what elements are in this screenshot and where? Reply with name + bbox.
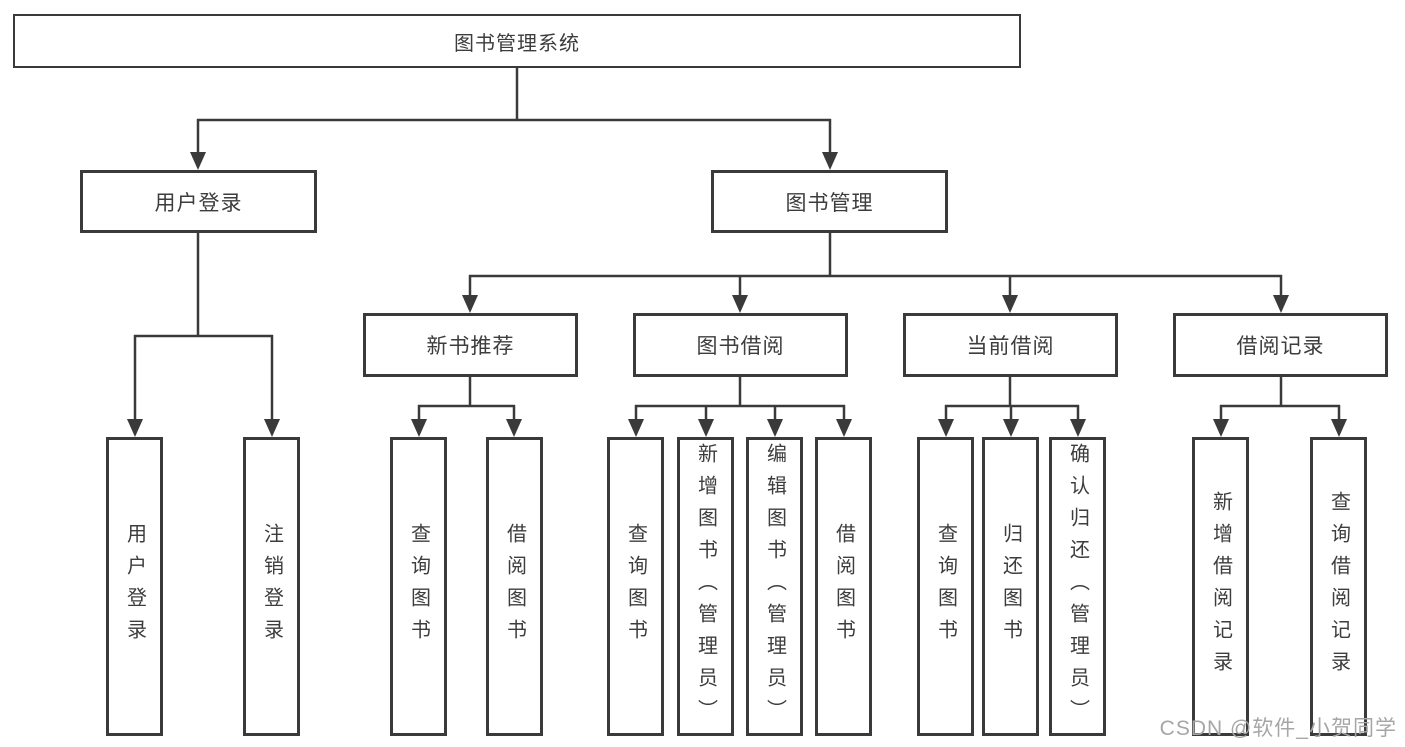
leaf-node-add-borrow-record: 新增借阅记录 [1192,437,1249,736]
leaf-label: 查询图书 [624,522,647,651]
leaf-label: 注销登录 [260,522,283,651]
connector-user-login-children [127,233,280,437]
module-node-new-book-recommend: 新书推荐 [363,313,578,377]
branch-node-user-login: 用户登录 [80,170,317,233]
module-label: 借阅记录 [1236,335,1325,358]
module-node-current-borrow: 当前借阅 [903,313,1118,377]
module-label: 新书推荐 [426,335,515,358]
leaf-node-add-book-admin: 新增图书（管理员） [677,437,734,736]
connector-current-borrow-children [938,377,1086,437]
leaf-node-query-books-recommend: 查询图书 [390,437,447,736]
leaf-node-borrow-books: 借阅图书 [815,437,872,736]
leaf-label: 借阅图书 [503,522,526,651]
leaf-label: 新增图书（管理员） [694,442,717,731]
connector-root-to-branches [190,67,838,170]
leaf-node-borrow-books-recommend: 借阅图书 [486,437,543,736]
connector-new-book-children [411,377,522,437]
branch-label: 图书管理 [785,191,874,215]
leaf-label: 编辑图书（管理员） [763,442,786,731]
leaf-node-query-borrow-record: 查询借阅记录 [1310,437,1367,736]
module-label: 图书借阅 [696,335,785,358]
leaf-label: 查询图书 [934,522,957,651]
leaf-label: 借阅图书 [832,522,855,651]
root-node-system-title: 图书管理系统 [13,14,1021,68]
root-node-label: 图书管理系统 [454,32,580,55]
module-node-borrow-records: 借阅记录 [1173,313,1388,377]
branch-label: 用户登录 [154,191,243,215]
leaf-node-confirm-return-admin: 确认归还（管理员） [1049,437,1106,736]
module-label: 当前借阅 [966,335,1055,358]
leaf-label: 查询图书 [407,522,430,651]
leaf-label: 查询借阅记录 [1327,490,1350,683]
leaf-label: 用户登录 [123,522,146,651]
leaf-node-query-books-borrow: 查询图书 [607,437,664,736]
connector-borrow-record-children [1213,377,1347,437]
leaf-node-user-login: 用户登录 [106,437,163,736]
leaf-label: 新增借阅记录 [1209,490,1232,683]
connector-book-management-modules [462,233,1289,313]
branch-node-book-management: 图书管理 [711,170,948,233]
leaf-label: 归还图书 [999,522,1022,651]
connector-book-borrow-children [628,377,852,437]
leaf-node-query-books-current: 查询图书 [917,437,974,736]
leaf-node-return-book: 归还图书 [982,437,1039,736]
leaf-node-edit-book-admin: 编辑图书（管理员） [746,437,803,736]
module-node-book-borrow: 图书借阅 [633,313,848,377]
leaf-node-logout: 注销登录 [243,437,300,736]
leaf-label: 确认归还（管理员） [1066,442,1089,731]
watermark: CSDN @软件_小贺同学 [1159,717,1397,740]
